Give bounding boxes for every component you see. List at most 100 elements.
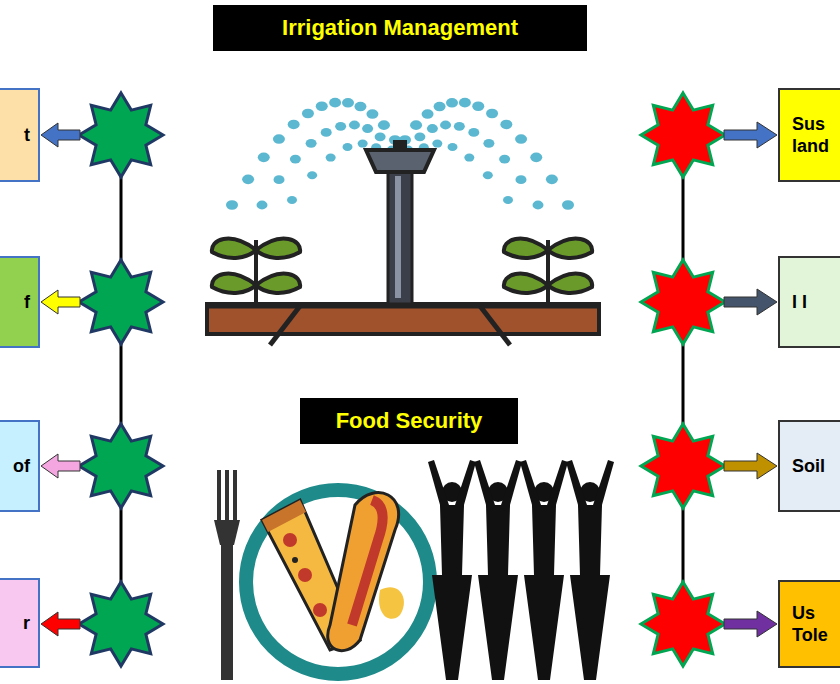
star-marker xyxy=(79,582,163,666)
star-marker xyxy=(79,93,163,177)
water-drop xyxy=(468,128,479,137)
water-drop xyxy=(335,122,346,131)
water-drop xyxy=(533,201,544,210)
star-marker xyxy=(641,93,725,177)
star-marker xyxy=(641,424,725,508)
water-drop xyxy=(562,200,574,210)
water-drop xyxy=(274,175,285,184)
person-body xyxy=(524,505,564,680)
soil-bed xyxy=(207,304,599,334)
sprinkler xyxy=(366,140,434,304)
food-plate xyxy=(246,490,430,674)
person-body xyxy=(570,505,610,680)
water-drop xyxy=(427,124,438,133)
water-drop xyxy=(432,140,442,148)
water-drop xyxy=(354,102,366,112)
water-drop xyxy=(499,155,510,164)
fork xyxy=(214,470,240,680)
water-drop xyxy=(302,109,314,119)
person-arm xyxy=(592,460,614,512)
strategy-box: I I xyxy=(778,256,840,348)
water-drop xyxy=(375,132,386,141)
box-text: f xyxy=(0,291,30,314)
water-drop xyxy=(242,175,254,185)
water-drop xyxy=(472,101,484,111)
box-text: r xyxy=(0,612,30,635)
water-drop xyxy=(316,101,328,111)
pointer-arrow xyxy=(41,454,80,478)
water-drop xyxy=(290,155,301,164)
water-drop xyxy=(546,175,558,185)
water-drop xyxy=(362,124,373,133)
strategy-box: Us Tole xyxy=(778,580,840,668)
box-text: t xyxy=(0,124,30,147)
water-drop xyxy=(226,200,238,210)
water-drop xyxy=(486,109,498,119)
water-drop xyxy=(434,102,446,112)
box-text: Irrigation Management xyxy=(223,14,577,42)
box-text: Soil xyxy=(792,455,840,478)
box-text: of xyxy=(0,455,30,478)
water-drop xyxy=(306,139,317,148)
pointer-arrow xyxy=(724,122,777,148)
water-drop xyxy=(358,140,368,148)
water-drop xyxy=(448,143,458,151)
pointer-arrow xyxy=(41,290,80,314)
water-drop xyxy=(349,121,360,130)
water-drop xyxy=(530,153,542,163)
person-arm xyxy=(454,460,476,512)
box-text: I I xyxy=(792,291,840,314)
water-drop xyxy=(326,154,336,162)
outcome-box: of xyxy=(0,420,40,512)
water-drop xyxy=(446,98,458,108)
water-drop xyxy=(257,201,268,210)
strategy-box: Sus land xyxy=(778,88,840,182)
pointer-arrow xyxy=(724,611,777,637)
star-marker xyxy=(641,582,725,666)
people xyxy=(428,460,614,680)
star-marker xyxy=(641,260,725,344)
water-drop xyxy=(500,120,512,130)
person-arm xyxy=(566,460,588,512)
water-drop xyxy=(258,153,270,163)
person-arm xyxy=(546,460,568,512)
outcome-box: f xyxy=(0,256,40,348)
water-drop xyxy=(454,122,465,131)
water-drop xyxy=(329,98,341,108)
pointer-arrow xyxy=(724,453,777,479)
water-drop xyxy=(343,143,353,151)
plant xyxy=(212,239,592,304)
box-text: Us Tole xyxy=(792,602,840,647)
water-drop xyxy=(503,196,513,204)
box-text: Sus land xyxy=(792,113,840,158)
water-drop xyxy=(410,120,422,130)
water-drop xyxy=(273,134,285,144)
water-drop xyxy=(515,175,526,184)
person-body xyxy=(432,505,472,680)
pointer-arrow xyxy=(41,122,777,637)
person-body xyxy=(478,505,518,680)
water-drop xyxy=(515,134,527,144)
water-drop xyxy=(287,196,297,204)
person-arm xyxy=(428,460,450,512)
water-drop xyxy=(342,98,354,108)
water-drop xyxy=(464,154,474,162)
water-drop xyxy=(459,98,471,108)
water-drop xyxy=(307,171,317,179)
star-marker xyxy=(79,93,725,666)
water-drop xyxy=(414,132,425,141)
pointer-arrow xyxy=(41,612,80,636)
person-arm xyxy=(500,460,522,512)
water-drop xyxy=(321,128,332,137)
water-drop xyxy=(288,120,300,130)
pointer-arrow xyxy=(724,289,777,315)
water-drop xyxy=(378,120,390,130)
person-arm xyxy=(520,460,542,512)
outcome-box: t xyxy=(0,88,40,182)
box-text: Food Security xyxy=(310,407,508,435)
strategy-box: Soil xyxy=(778,420,840,512)
pointer-arrow xyxy=(41,123,80,147)
water-drop xyxy=(483,171,493,179)
